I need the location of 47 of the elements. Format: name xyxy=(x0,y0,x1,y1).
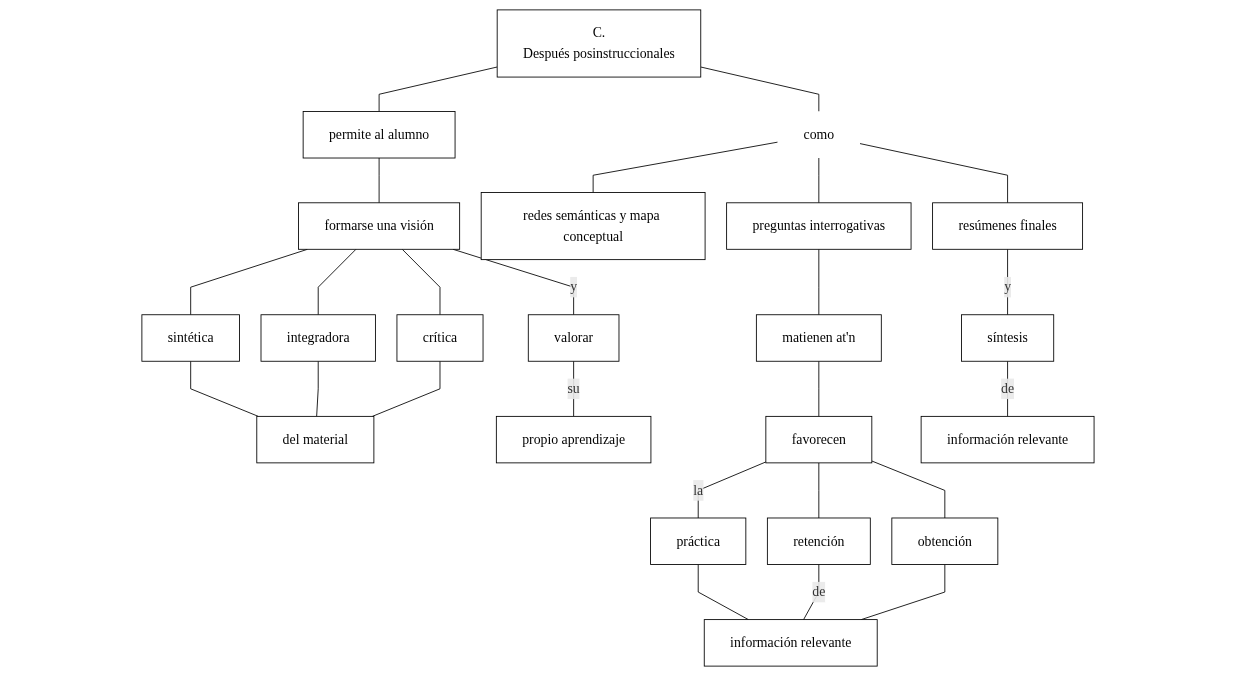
node-box: favorecen xyxy=(765,415,873,463)
edge-label: de xyxy=(812,583,826,599)
connector xyxy=(697,563,749,620)
node-box: matienen at'n xyxy=(755,313,882,362)
connector xyxy=(700,66,820,112)
connector xyxy=(818,248,820,315)
edge-label: de xyxy=(1001,380,1015,396)
connector xyxy=(378,66,498,112)
node-box: retención xyxy=(766,517,871,565)
node-box: integradora xyxy=(260,313,376,362)
connector xyxy=(592,141,779,193)
node-box: permite al alumno xyxy=(302,110,456,158)
edge-label: y xyxy=(1004,278,1012,294)
edge-label: su xyxy=(567,380,580,396)
connector xyxy=(818,157,820,203)
connector xyxy=(452,248,575,315)
connector xyxy=(316,360,319,417)
connector xyxy=(697,461,767,518)
connector xyxy=(859,142,1009,203)
node-box: obtención xyxy=(891,517,999,565)
edge-label: y xyxy=(570,278,578,294)
node-box: redes semánticas y mapa conceptual xyxy=(480,191,706,260)
node-box: resúmenes finales xyxy=(932,201,1084,250)
node-box: sintética xyxy=(141,313,240,362)
node-box: información relevante xyxy=(920,415,1095,463)
node-text: como xyxy=(803,126,835,142)
node-box: crítica xyxy=(396,313,484,362)
connector xyxy=(573,360,575,417)
connector xyxy=(1007,360,1009,417)
node-box: valorar xyxy=(527,313,620,362)
node-box: práctica xyxy=(650,517,747,565)
node-box: C. Después posinstruccionales xyxy=(496,8,702,77)
connector xyxy=(818,360,820,417)
node-box: preguntas interrogativas xyxy=(726,201,912,250)
edge-label: la xyxy=(693,482,704,497)
connector xyxy=(871,460,946,518)
connector xyxy=(190,248,308,315)
connector xyxy=(401,248,441,315)
node-box: del material xyxy=(256,415,375,463)
connector xyxy=(190,360,259,417)
connector xyxy=(818,461,820,518)
connector xyxy=(317,248,357,315)
node-box: síntesis xyxy=(961,313,1055,362)
node-box: información relevante xyxy=(703,618,878,667)
connector xyxy=(378,157,380,203)
node-box: propio aprendizaje xyxy=(495,415,652,463)
node-box: formarse una visión xyxy=(298,201,461,250)
